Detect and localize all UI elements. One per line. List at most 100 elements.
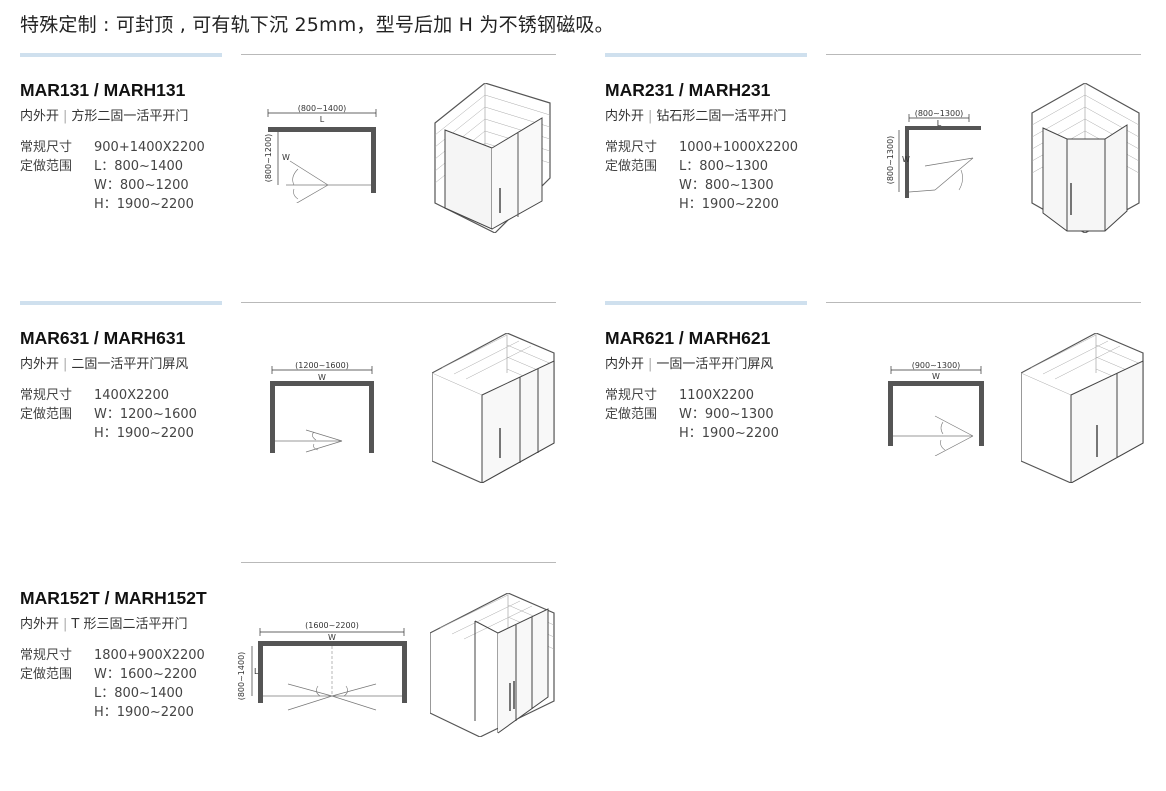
model-name: MAR231 / MARH231 <box>605 80 771 100</box>
spec-label: 常规尺寸 <box>605 140 658 155</box>
spec-row: 常规尺寸 1400X2200 <box>20 386 197 405</box>
spec-value: H：1900~2200 <box>94 426 194 441</box>
dimension-top-letter: W <box>318 373 326 382</box>
dimension-top-letter: L <box>937 119 942 128</box>
spec-value: 1000+1000X2200 <box>679 140 799 155</box>
spec-label <box>605 195 679 214</box>
spec-row: L：800~1400 <box>20 684 205 703</box>
spec-row: H：1900~2200 <box>20 424 197 443</box>
spec-label <box>20 176 94 195</box>
model-name: MAR631 / MARH631 <box>20 328 186 348</box>
divider: | <box>63 109 68 124</box>
spec-value: 1800+900X2200 <box>94 648 205 663</box>
divider: | <box>63 357 68 372</box>
divider: | <box>63 617 68 632</box>
dimension-top-letter: W <box>328 633 336 642</box>
spec-value: L：800~1400 <box>94 686 184 701</box>
shower-enclosure-illustration <box>432 333 555 483</box>
spec-label: 定做范围 <box>20 667 73 682</box>
open-type: 内外开 <box>20 617 60 632</box>
separator-line <box>241 302 556 303</box>
spec-value: H：1900~2200 <box>679 426 779 441</box>
open-type: 内外开 <box>20 357 60 372</box>
shower-enclosure-illustration <box>1031 83 1140 233</box>
spec-label <box>605 424 679 443</box>
spec-value: W：800~1200 <box>94 178 189 193</box>
dimension-top-letter: W <box>932 372 940 381</box>
spec-label: 常规尺寸 <box>20 388 73 403</box>
spec-value: H：1900~2200 <box>94 197 194 212</box>
spec-label: 常规尺寸 <box>20 648 73 663</box>
spec-label <box>20 424 94 443</box>
accent-bar <box>20 53 222 57</box>
spec-value: W：1200~1600 <box>94 407 197 422</box>
subtitle: 内外开|钻石形二固一活平开门 <box>605 105 786 124</box>
spec-list: 常规尺寸 1800+900X2200 定做范围 W：1600~2200 L：800~… <box>20 646 205 722</box>
dimension-side-letter: W <box>282 153 290 162</box>
product-card-mar152t: MAR152T / MARH152T 内外开|T 形三固二活平开门 常规尺寸 18… <box>20 561 560 791</box>
spec-list: 常规尺寸 1400X2200 定做范围 W：1200~1600 H：1900~220… <box>20 386 197 443</box>
dimension-side: (800~1400) <box>237 652 246 701</box>
shower-enclosure-illustration <box>1021 333 1144 483</box>
floor-plan-diagram: (900~1300) W <box>888 361 984 456</box>
spec-value: W：900~1300 <box>679 407 774 422</box>
spec-label: 定做范围 <box>20 407 73 422</box>
divider: | <box>648 357 653 372</box>
spec-label: 定做范围 <box>605 159 658 174</box>
shower-enclosure-illustration <box>430 593 555 737</box>
spec-list: 常规尺寸 1000+1000X2200 定做范围 L：800~1300 W：800~… <box>605 138 798 214</box>
separator-line <box>241 562 556 563</box>
separator-line <box>826 54 1141 55</box>
spec-row: 常规尺寸 1000+1000X2200 <box>605 138 798 157</box>
spec-value: 1400X2200 <box>94 388 170 403</box>
dimension-side-letter: W <box>902 155 910 164</box>
spec-label: 定做范围 <box>20 159 73 174</box>
dimension-top: (800~1400) <box>298 104 347 113</box>
accent-bar <box>605 301 807 305</box>
accent-bar <box>605 53 807 57</box>
floor-plan-diagram: (1600~2200) W (800~1400) L <box>237 621 407 711</box>
floor-plan-diagram: (1200~1600) W <box>270 361 374 453</box>
spec-value: L：800~1300 <box>679 159 769 174</box>
spec-value: W：800~1300 <box>679 178 774 193</box>
spec-value: H：1900~2200 <box>94 705 194 720</box>
spec-row: 定做范围 L：800~1400 <box>20 157 205 176</box>
separator-line <box>241 54 556 55</box>
dimension-top: (1200~1600) <box>295 361 349 370</box>
spec-row: 定做范围 L：800~1300 <box>605 157 798 176</box>
spec-label: 定做范围 <box>605 407 658 422</box>
spec-label: 常规尺寸 <box>605 388 658 403</box>
spec-value: W：1600~2200 <box>94 667 197 682</box>
dimension-side: (800~1200) <box>264 134 273 183</box>
spec-row: W：800~1300 <box>605 176 798 195</box>
open-type: 内外开 <box>605 109 645 124</box>
model-name: MAR621 / MARH621 <box>605 328 771 348</box>
open-type: 内外开 <box>605 357 645 372</box>
dimension-side-letter: L <box>254 667 259 676</box>
dimension-top-letter: L <box>320 115 325 124</box>
dimension-side: (800~1300) <box>886 136 895 185</box>
spec-row: H：1900~2200 <box>605 195 798 214</box>
accent-bar <box>20 301 222 305</box>
subtitle: 内外开|方形二固一活平开门 <box>20 105 188 124</box>
dimension-top: (900~1300) <box>912 361 961 370</box>
spec-row: H：1900~2200 <box>20 195 205 214</box>
spec-label: 常规尺寸 <box>20 140 73 155</box>
spec-label <box>605 176 679 195</box>
spec-value: L：800~1400 <box>94 159 184 174</box>
door-description: 钻石形二固一活平开门 <box>656 109 787 124</box>
door-description: T 形三固二活平开门 <box>71 617 188 632</box>
open-type: 内外开 <box>20 109 60 124</box>
subtitle: 内外开|T 形三固二活平开门 <box>20 613 187 632</box>
model-name: MAR152T / MARH152T <box>20 588 207 608</box>
subtitle: 内外开|一固一活平开门屏风 <box>605 353 773 372</box>
model-name: MAR131 / MARH131 <box>20 80 186 100</box>
floor-plan-diagram: (800~1400) L (800~1200) W <box>264 104 377 203</box>
spec-row: 常规尺寸 1800+900X2200 <box>20 646 205 665</box>
